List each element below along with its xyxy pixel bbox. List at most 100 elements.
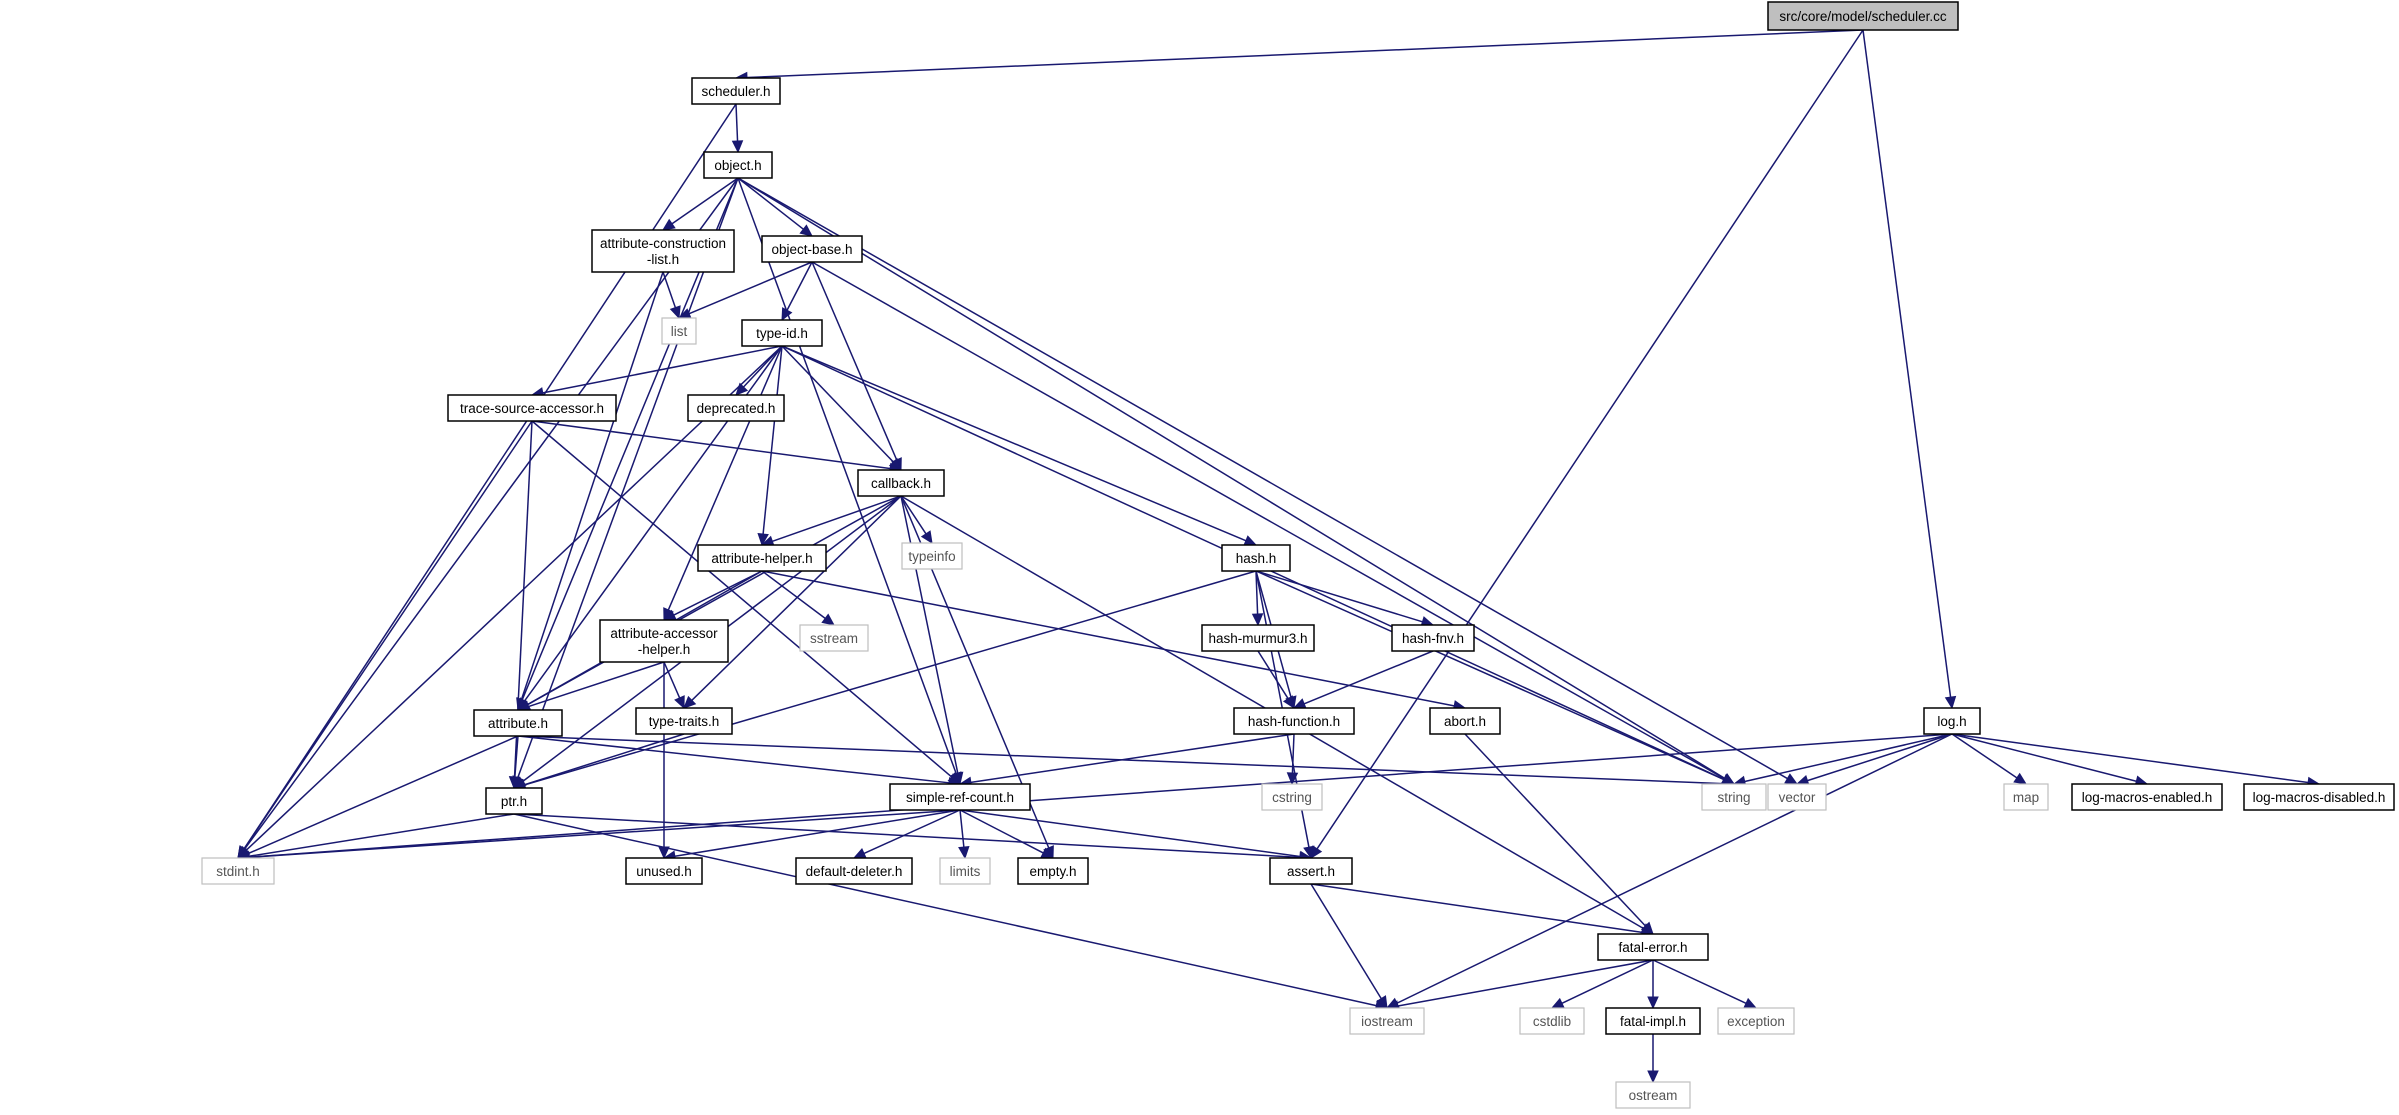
arrowhead-icon <box>1385 997 1400 1009</box>
node-box <box>473 709 563 737</box>
node-simple-ref-count-h[interactable]: simple-ref-count.h <box>889 783 1031 811</box>
node-box <box>1605 1007 1701 1035</box>
edges-layer <box>236 29 2321 1084</box>
nodes-layer: src/core/model/scheduler.cc scheduler.h ob… <box>201 1 2395 1109</box>
edge-abort-h-to-fatal-error-h <box>1464 733 1647 927</box>
node-label: vector <box>1779 790 1816 805</box>
node-label: object-base.h <box>771 242 852 257</box>
node-label: assert.h <box>1287 864 1335 879</box>
node-box <box>2243 783 2395 811</box>
node-label: string <box>1717 790 1750 805</box>
arrowhead-icon <box>1647 996 1659 1010</box>
node-label: log.h <box>1937 714 1966 729</box>
arrowhead-icon <box>920 530 933 545</box>
edge-callback-h-to-attribute-helper-h <box>772 495 902 543</box>
arrowhead-icon <box>952 771 964 786</box>
node-hash-h[interactable]: hash.h <box>1221 544 1291 572</box>
node-ptr-h[interactable]: ptr.h <box>485 787 543 815</box>
node-label: -helper.h <box>638 642 691 657</box>
arrowhead-icon <box>1286 772 1299 786</box>
node-log-h[interactable]: log.h <box>1923 707 1981 735</box>
node-label: scheduler.h <box>701 84 770 99</box>
edge-hash-h-to-ptr-h <box>524 570 1257 786</box>
node-box <box>1519 1007 1585 1035</box>
edge-attribute-helper-h-to-sstream <box>761 570 826 619</box>
arrowhead-icon <box>1647 1070 1659 1084</box>
edge-type-id-h-to-attribute-helper-h <box>762 345 783 535</box>
edge-object-h-to-object-base-h <box>737 177 804 230</box>
node-object-base-h[interactable]: object-base.h <box>761 235 863 263</box>
node-abort-h[interactable]: abort.h <box>1429 707 1501 735</box>
edge-log-h-to-map <box>1951 733 2018 779</box>
edge-simple-ref-count-h-to-empty-h <box>959 809 1044 854</box>
node-box <box>1269 857 1353 885</box>
edge-scheduler-h-to-object-h <box>735 103 739 142</box>
node-label: abort.h <box>1444 714 1486 729</box>
node-ostream: ostream <box>1615 1081 1691 1109</box>
arrowhead-icon <box>669 305 681 320</box>
node-fatal-error-h[interactable]: fatal-error.h <box>1597 933 1709 961</box>
node-label: fatal-impl.h <box>1620 1014 1686 1029</box>
node-fatal-impl-h[interactable]: fatal-impl.h <box>1605 1007 1701 1035</box>
node-object-h[interactable]: object.h <box>703 151 773 179</box>
edge-object-h-to-string <box>737 177 1725 779</box>
node-hash-function-h[interactable]: hash-function.h <box>1233 707 1355 735</box>
node-hash-fnv-h[interactable]: hash-fnv.h <box>1391 624 1475 652</box>
node-type-id-h[interactable]: type-id.h <box>741 319 823 347</box>
node-label: ptr.h <box>501 794 527 809</box>
node-trace-source-accessor-h[interactable]: trace-source-accessor.h <box>447 394 617 422</box>
node-label: trace-source-accessor.h <box>460 401 604 416</box>
edge-hash-h-to-hash-fnv-h <box>1255 570 1423 623</box>
node-cstdlib: cstdlib <box>1519 1007 1585 1035</box>
node-attribute-accessor-helper-h[interactable]: attribute-accessor-helper.h <box>599 619 729 663</box>
node-empty-h[interactable]: empty.h <box>1017 857 1089 885</box>
node-scheduler-h[interactable]: scheduler.h <box>691 77 781 105</box>
edge-attribute-h-to-ptr-h <box>514 735 519 778</box>
arrowhead-icon <box>662 218 676 231</box>
node-hash-murmur3-h[interactable]: hash-murmur3.h <box>1201 624 1315 652</box>
node-attribute-helper-h[interactable]: attribute-helper.h <box>697 544 827 572</box>
node-unused-h[interactable]: unused.h <box>625 857 703 885</box>
node-log-macros-enabled-h[interactable]: log-macros-enabled.h <box>2071 783 2223 811</box>
node-assert-h[interactable]: assert.h <box>1269 857 1353 885</box>
node-callback-h[interactable]: callback.h <box>857 469 945 497</box>
node-label: attribute-accessor <box>610 626 718 641</box>
edge-type-id-h-to-stdint-h <box>245 345 783 852</box>
edge-simple-ref-count-h-to-default-deleter-h <box>863 809 961 855</box>
node-attribute-construction-list-h[interactable]: attribute-construction-list.h <box>591 229 735 273</box>
edge-hash-function-h-to-simple-ref-count-h <box>970 733 1295 784</box>
node-deprecated-h[interactable]: deprecated.h <box>687 394 785 422</box>
edge-type-id-h-to-callback-h <box>781 345 894 463</box>
node-scheduler-cc[interactable]: src/core/model/scheduler.cc <box>1767 1 1959 31</box>
edge-callback-h-to-typeinfo <box>900 495 927 535</box>
node-limits: limits <box>939 857 991 885</box>
node-box <box>2003 783 2049 811</box>
arrowhead-icon <box>1251 613 1264 627</box>
node-map: map <box>2003 783 2049 811</box>
node-label: deprecated.h <box>697 401 776 416</box>
node-box <box>1017 857 1089 885</box>
node-box <box>1615 1081 1691 1109</box>
node-label: type-id.h <box>756 326 808 341</box>
edge-scheduler-cc-to-assert-h <box>1316 29 1864 850</box>
node-label: hash-fnv.h <box>1402 631 1464 646</box>
node-box <box>939 857 991 885</box>
edge-log-h-to-string <box>1744 733 1953 783</box>
node-cstring: cstring <box>1261 783 1323 811</box>
edge-hash-h-to-string <box>1255 570 1725 781</box>
node-box <box>1429 707 1501 735</box>
node-box <box>1221 544 1291 572</box>
node-attribute-h[interactable]: attribute.h <box>473 709 563 737</box>
node-log-macros-disabled-h[interactable]: log-macros-disabled.h <box>2243 783 2395 811</box>
node-box <box>599 619 729 663</box>
node-type-traits-h[interactable]: type-traits.h <box>635 707 733 735</box>
node-box <box>485 787 543 815</box>
node-box <box>687 394 785 422</box>
node-default-deleter-h[interactable]: default-deleter.h <box>795 857 913 885</box>
arrowhead-icon <box>735 382 749 396</box>
edge-attribute-h-to-stdint-h <box>247 735 519 855</box>
node-box <box>447 394 617 422</box>
node-iostream: iostream <box>1349 1007 1425 1035</box>
edge-attribute-h-to-simple-ref-count-h <box>517 735 950 784</box>
